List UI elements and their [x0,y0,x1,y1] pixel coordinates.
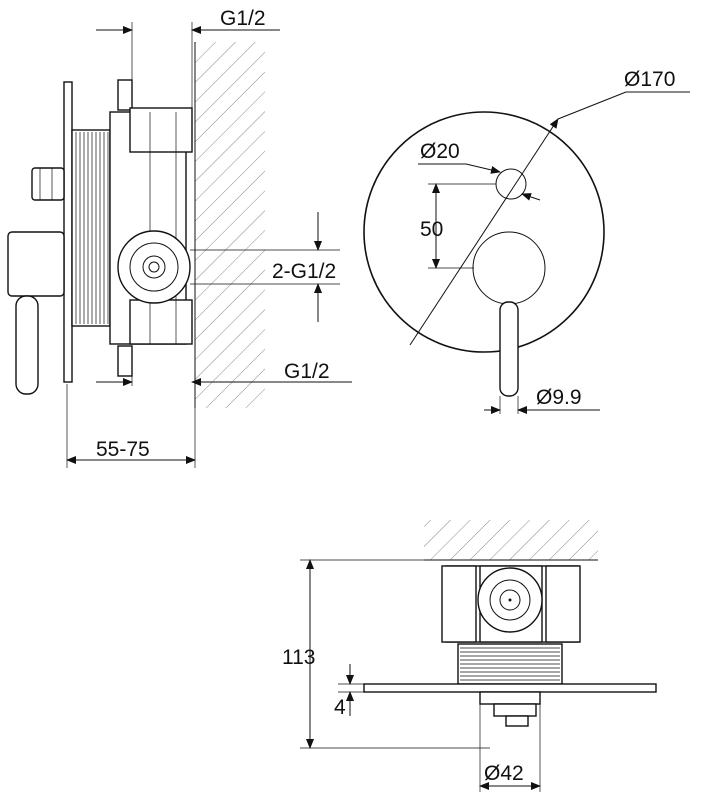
bottom-body-stem [479,691,541,705]
front-diverter-hole [495,168,527,200]
side-view: G1/2 2-G1/2 G1/2 55-75 [7,7,352,468]
dim-front-lever-diameter: Ø9.9 [536,386,582,409]
bottom-body-cap [505,715,529,727]
bottom-view: 113 4 Ø42 [282,520,657,792]
dim-side-top-thread: G1/2 [220,7,266,30]
side-top-connector [117,79,133,111]
side-diverter-knob [31,167,65,201]
side-cover-plate [63,81,73,383]
side-outlet-inner [142,255,166,279]
bottom-outlet-mid [489,579,531,621]
front-lever-handle [499,301,519,397]
side-lever-handle [15,295,39,395]
side-outlet-core [148,261,160,273]
side-outlet-outer [117,230,191,304]
dim-side-bottom-thread: G1/2 [284,360,330,383]
bottom-left-nut [441,565,477,643]
dim-bottom-body-diameter: Ø42 [484,762,524,785]
side-bottom-nut [129,299,193,345]
dim-front-small-hole: Ø20 [420,140,460,163]
front-cover-plate [363,111,605,353]
bottom-cover-plate [363,683,657,693]
dim-side-mid-thread: 2-G1/2 [272,260,336,283]
dim-front-plate-diameter: Ø170 [624,68,675,91]
bottom-outlet-inner [499,589,521,611]
dim-bottom-plate-thickness: 4 [334,696,346,719]
bottom-right-nut [545,565,581,643]
side-wall-hatch [195,42,265,408]
side-top-nut [129,107,193,153]
bottom-body-lower [493,703,537,717]
side-lever-hub [7,231,65,297]
bottom-outlet-core [508,598,512,602]
bottom-wall-hatch [424,520,598,560]
bottom-threaded-sleeve [457,643,563,685]
front-view: Ø170 Ø20 50 Ø9.9 [363,68,690,414]
side-outlet-mid [129,242,179,292]
side-bottom-connector [117,345,133,377]
side-threaded-sleeve [71,129,111,327]
dim-front-spacing: 50 [420,218,443,241]
front-lever-hub [472,231,546,305]
dim-bottom-height: 113 [282,646,315,669]
dim-side-depth: 55-75 [96,438,150,461]
